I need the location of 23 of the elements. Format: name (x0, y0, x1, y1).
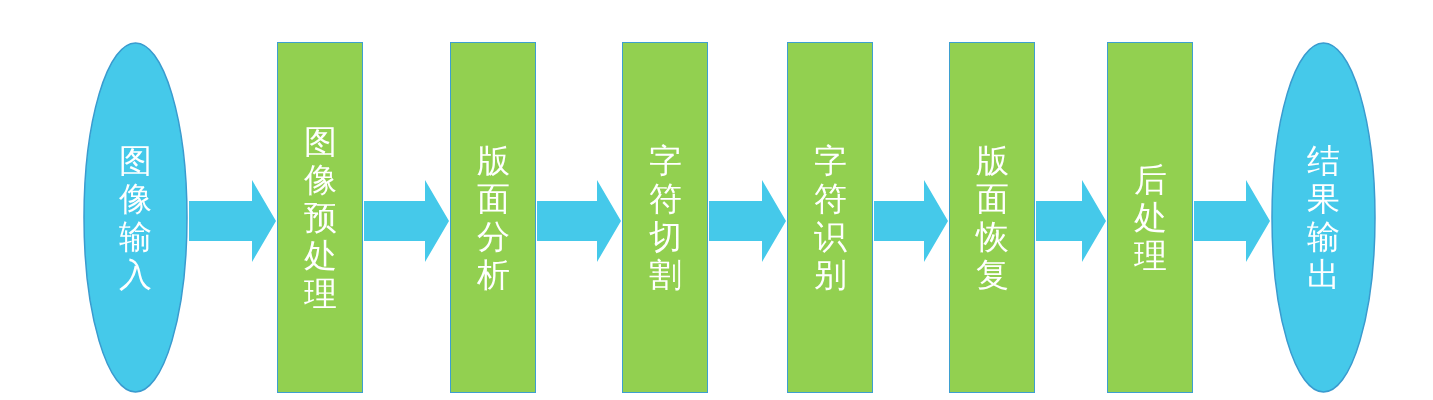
process-box (277, 42, 363, 393)
block-arrow (874, 180, 948, 262)
process-box (450, 42, 536, 393)
block-arrow (709, 180, 786, 262)
node-label: 版面恢复 (974, 141, 1010, 294)
node-label: 图像预处理 (302, 122, 338, 313)
process-box (622, 42, 708, 393)
block-arrow (189, 180, 276, 262)
process-box (949, 42, 1035, 393)
block-arrow (537, 180, 621, 262)
process-box (1107, 42, 1193, 393)
node-label: 字符切割 (647, 141, 683, 294)
block-arrow (1036, 180, 1106, 262)
node-label: 版面分析 (475, 141, 511, 294)
block-arrow (1194, 180, 1270, 262)
node-label: 字符识别 (812, 141, 848, 294)
terminal-ellipse (83, 42, 188, 393)
terminal-ellipse (1271, 42, 1376, 393)
node-label: 图像输入 (118, 141, 153, 294)
process-box (787, 42, 873, 393)
block-arrow (364, 180, 449, 262)
node-label: 结果输出 (1306, 141, 1341, 294)
node-label: 后处理 (1132, 160, 1168, 275)
